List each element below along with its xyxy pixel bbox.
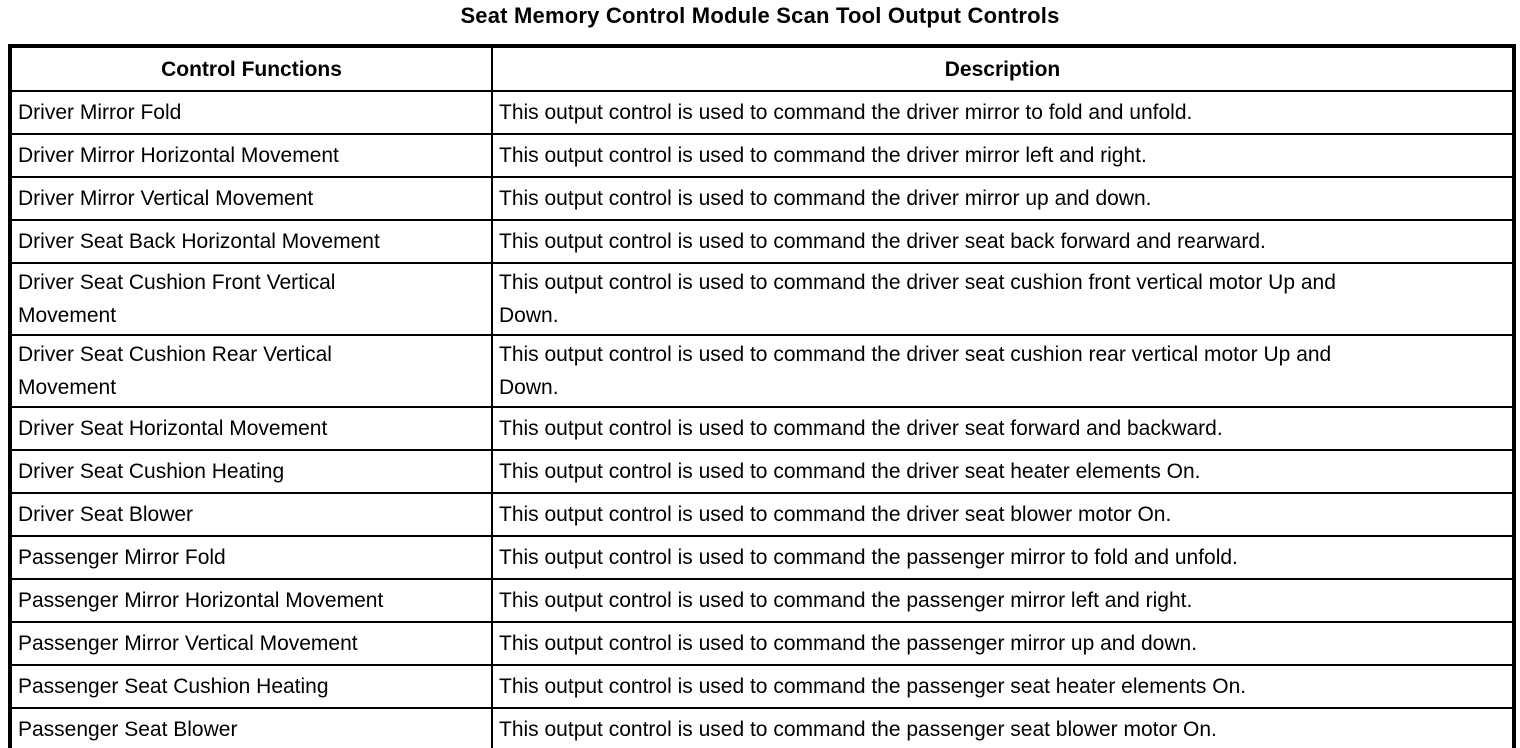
description-cell: This output control is used to command t…: [491, 707, 1515, 748]
control-function-cell: Driver Seat Horizontal Movement: [9, 406, 493, 451]
control-function-cell: Passenger Mirror Vertical Movement: [9, 621, 493, 666]
table-row: Driver Mirror Vertical Movement This out…: [9, 176, 1515, 221]
table-header-row: Control Functions Description: [9, 45, 1515, 92]
control-function-cell: Driver Seat Blower: [9, 492, 493, 537]
table-row: Driver Mirror Horizontal Movement This o…: [9, 133, 1515, 178]
control-function-cell: Driver Seat Cushion Front Vertical Movem…: [9, 262, 493, 336]
table-row: Passenger Mirror Vertical Movement This …: [9, 621, 1515, 666]
control-function-cell: Driver Seat Cushion Heating: [9, 449, 493, 494]
control-function-cell: Passenger Mirror Fold: [9, 535, 493, 580]
table-row: Driver Seat Back Horizontal Movement Thi…: [9, 219, 1515, 264]
table-row: Driver Seat Cushion Front Vertical Movem…: [9, 262, 1515, 336]
output-controls-table: Control Functions Description Driver Mir…: [8, 44, 1516, 748]
table-row: Driver Seat Horizontal Movement This out…: [9, 406, 1515, 451]
description-cell: This output control is used to command t…: [491, 621, 1515, 666]
control-function-cell: Driver Mirror Horizontal Movement: [9, 133, 493, 178]
description-cell: This output control is used to command t…: [491, 219, 1515, 264]
table-row: Driver Mirror Fold This output control i…: [9, 90, 1515, 135]
control-function-cell: Passenger Seat Cushion Heating: [9, 664, 493, 709]
description-cell: This output control is used to command t…: [491, 262, 1515, 336]
control-function-cell: Passenger Mirror Horizontal Movement: [9, 578, 493, 623]
description-cell: This output control is used to command t…: [491, 449, 1515, 494]
description-cell: This output control is used to command t…: [491, 406, 1515, 451]
table-row: Passenger Mirror Horizontal Movement Thi…: [9, 578, 1515, 623]
table-row: Driver Seat Cushion Heating This output …: [9, 449, 1515, 494]
description-cell: This output control is used to command t…: [491, 578, 1515, 623]
header-control-functions: Control Functions: [9, 45, 493, 92]
table-row: Driver Seat Blower This output control i…: [9, 492, 1515, 537]
description-cell: This output control is used to command t…: [491, 334, 1515, 408]
header-description: Description: [491, 45, 1515, 92]
page-title: Seat Memory Control Module Scan Tool Out…: [460, 3, 1060, 28]
control-function-cell: Driver Seat Cushion Rear Vertical Moveme…: [9, 334, 493, 408]
table-row: Driver Seat Cushion Rear Vertical Moveme…: [9, 334, 1515, 408]
table-row: Passenger Seat Blower This output contro…: [9, 707, 1515, 748]
description-cell: This output control is used to command t…: [491, 492, 1515, 537]
description-cell: This output control is used to command t…: [491, 664, 1515, 709]
control-function-cell: Passenger Seat Blower: [9, 707, 493, 748]
table-row: Passenger Seat Cushion Heating This outp…: [9, 664, 1515, 709]
table-row: Passenger Mirror Fold This output contro…: [9, 535, 1515, 580]
description-cell: This output control is used to command t…: [491, 133, 1515, 178]
control-function-cell: Driver Seat Back Horizontal Movement: [9, 219, 493, 264]
description-cell: This output control is used to command t…: [491, 176, 1515, 221]
control-function-cell: Driver Mirror Fold: [9, 90, 493, 135]
description-cell: This output control is used to command t…: [491, 90, 1515, 135]
description-cell: This output control is used to command t…: [491, 535, 1515, 580]
control-function-cell: Driver Mirror Vertical Movement: [9, 176, 493, 221]
